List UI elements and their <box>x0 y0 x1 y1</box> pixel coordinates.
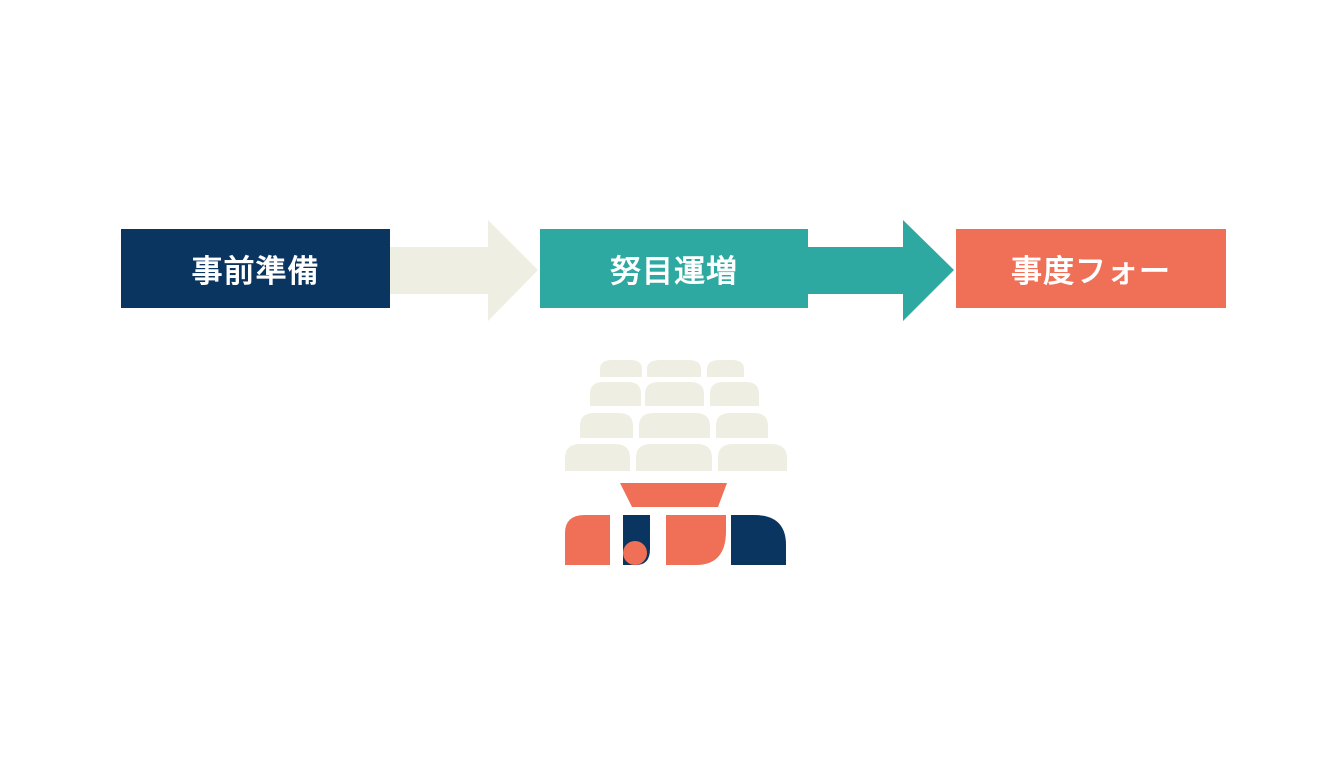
arrow-right-icon <box>388 220 538 321</box>
step-box-follow-up: 事度フォー <box>956 229 1226 308</box>
step-box-preparation: 事前準備 <box>121 229 390 308</box>
dot-shape <box>623 541 647 565</box>
step-label: 事度フォー <box>1011 254 1171 290</box>
speaker-shape <box>565 515 610 565</box>
audience-seats <box>565 360 787 471</box>
step-label: 事前準備 <box>191 254 320 290</box>
step-label: 努目運増 <box>610 254 738 290</box>
podium-shape <box>620 483 727 507</box>
person-shape <box>731 515 786 565</box>
arrow-right-icon <box>806 220 954 321</box>
audience-meeting-icon <box>565 360 787 565</box>
step-box-operation: 努目運増 <box>540 229 808 308</box>
person-shape <box>666 515 726 565</box>
